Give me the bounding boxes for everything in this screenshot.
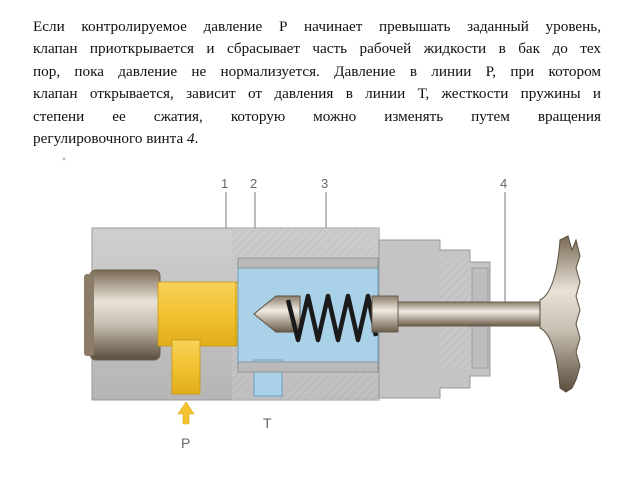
port-p-label: P (181, 435, 190, 451)
callout-2-label: 2 (250, 176, 257, 191)
text-line-1: Если контролируемое давление Р начинает … (33, 18, 601, 35)
adjustment-handwheel (539, 235, 581, 393)
port-p: P (177, 401, 195, 451)
callout-4: 4 (500, 176, 507, 312)
screw-number: 4 (187, 130, 195, 148)
adjustment-stem (371, 295, 563, 333)
text-line-4: клапан открывается, зависит от давления … (33, 85, 601, 103)
stray-dot (62, 157, 66, 161)
inlet-plug (84, 269, 161, 361)
callout-1-label: 1 (221, 176, 228, 191)
text-line-6: регулировочного винта 4. (33, 128, 601, 150)
text-line-6-prefix: регулировочного винта (33, 130, 188, 148)
port-t-label: T (263, 415, 272, 431)
description-paragraph: Если контролируемое давление Р начинает … (33, 16, 601, 150)
callout-3-label: 3 (321, 176, 328, 191)
port-t: T (263, 415, 272, 431)
text-line-6-suffix: . (194, 130, 199, 148)
text-line-3: пор, пока давление не нормализуется. Дав… (33, 62, 601, 80)
spring (285, 293, 379, 343)
callout-4-label: 4 (500, 176, 507, 191)
text-line-2: клапан приоткрывается и сбрасывает часть… (33, 40, 601, 58)
text-line-5: степени ее сжатия, которую можно изменят… (33, 107, 601, 125)
